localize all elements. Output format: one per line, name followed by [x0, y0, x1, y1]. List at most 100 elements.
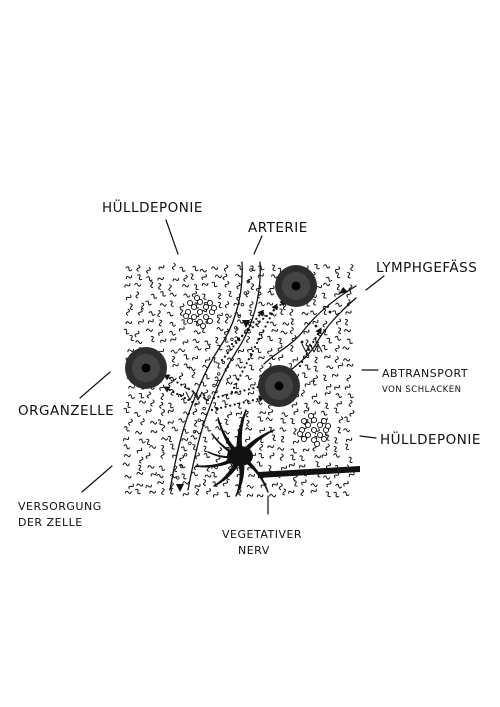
label-huelldeponie-right: HÜLLDEPONIE [380, 430, 481, 448]
tissue-squiggle [170, 337, 177, 342]
tissue-squiggle [146, 267, 151, 274]
tissue-squiggle [323, 475, 331, 480]
tissue-squiggle [310, 310, 317, 316]
tissue-squiggle [161, 488, 165, 495]
tissue-squiggle [193, 330, 201, 335]
tissue-squiggle [338, 327, 342, 334]
transport-dot [245, 362, 248, 365]
artery-dot [246, 279, 250, 284]
transport-dot [191, 390, 194, 393]
tissue-squiggle [312, 299, 317, 306]
tissue-squiggle [150, 471, 157, 477]
tissue-squiggle [290, 318, 294, 325]
tissue-squiggle [292, 357, 299, 363]
tissue-squiggle [314, 455, 322, 459]
tissue-squiggle [136, 447, 143, 454]
tissue-squiggle [158, 319, 163, 327]
tissue-squiggle [218, 292, 221, 300]
tissue-squiggle [215, 379, 219, 387]
tissue-squiggle [238, 348, 245, 354]
tissue-squiggle [222, 273, 228, 281]
transport-dot [301, 360, 304, 364]
tissue-squiggle [335, 302, 343, 307]
tissue-squiggle [204, 357, 211, 363]
tissue-squiggle [269, 321, 277, 327]
tissue-squiggle [128, 394, 135, 400]
transport-dot [251, 399, 254, 402]
tissue-squiggle [150, 430, 158, 434]
tissue-squiggle [167, 436, 173, 443]
tissue-squiggle [258, 452, 265, 459]
tissue-squiggle [268, 465, 272, 472]
transport-dot [220, 406, 223, 409]
tissue-squiggle [224, 316, 229, 324]
tissue-squiggle [277, 344, 283, 352]
tissue-squiggle [223, 328, 229, 336]
tissue-squiggle [145, 328, 153, 332]
tissue-squiggle [322, 308, 327, 315]
tissue-squiggle [335, 483, 343, 489]
tissue-squiggle [160, 393, 165, 400]
tissue-squiggle [326, 337, 332, 344]
tissue-squiggle [325, 434, 330, 441]
tissue-squiggle [182, 492, 189, 497]
tissue-squiggle [311, 393, 318, 400]
tissue-squiggle [134, 282, 142, 287]
tissue-squiggle [192, 408, 198, 416]
label-versorgung-line2: DER ZELLE [18, 516, 83, 529]
transport-dot [168, 377, 171, 380]
tissue-squiggle [159, 384, 165, 391]
tissue-squiggle [323, 264, 331, 269]
tissue-squiggle [310, 483, 318, 488]
transport-arrowhead [257, 309, 264, 317]
tissue-squiggle [193, 320, 200, 327]
transport-dot [314, 336, 317, 340]
transport-dot [235, 341, 238, 344]
tissue-squiggle [170, 349, 178, 354]
tissue-squiggle [310, 380, 317, 386]
tissue-squiggle [320, 410, 328, 416]
transport-dot [223, 355, 226, 358]
tissue-squiggle [123, 426, 130, 432]
tissue-squiggle [138, 464, 142, 472]
tissue-squiggle [266, 302, 274, 306]
transport-dot [179, 394, 183, 398]
tissue-squiggle [140, 418, 145, 426]
tissue-squiggle [194, 483, 201, 489]
transport-dot [265, 314, 268, 318]
tissue-squiggle [161, 445, 165, 452]
tissue-squiggle [282, 488, 287, 496]
tissue-squiggle [123, 436, 130, 442]
tissue-squiggle [217, 447, 223, 455]
artery-dot [237, 314, 241, 318]
tissue-squiggle [179, 309, 184, 316]
tissue-squiggle [183, 293, 191, 298]
transport-dot [270, 313, 273, 316]
artery-dot [176, 476, 180, 480]
tissue-squiggle [180, 398, 187, 404]
tissue-squiggle [124, 490, 132, 494]
tissue-squiggle [336, 283, 340, 291]
transport-dot [298, 364, 302, 368]
tissue-squiggle [303, 408, 310, 414]
tissue-squiggle [222, 430, 230, 435]
artery-flow-arrow-bottom [176, 484, 184, 492]
tissue-squiggle [159, 303, 167, 307]
tissue-squiggle [217, 312, 223, 318]
transport-dot [234, 340, 237, 343]
tissue-squiggle [201, 274, 207, 280]
tissue-squiggle [224, 313, 232, 318]
tissue-squiggle [278, 483, 283, 491]
tissue-squiggle [182, 284, 189, 288]
label-organzelle: ORGANZELLE [18, 403, 114, 419]
tissue-squiggle [192, 265, 199, 272]
artery-dot [197, 418, 201, 422]
transport-dot [187, 398, 190, 402]
tissue-squiggle [344, 318, 349, 326]
transport-dot [312, 340, 315, 344]
tissue-squiggle [235, 273, 243, 278]
tissue-squiggle [224, 491, 231, 498]
transport-dot [252, 321, 255, 324]
transport-dot [264, 325, 267, 328]
